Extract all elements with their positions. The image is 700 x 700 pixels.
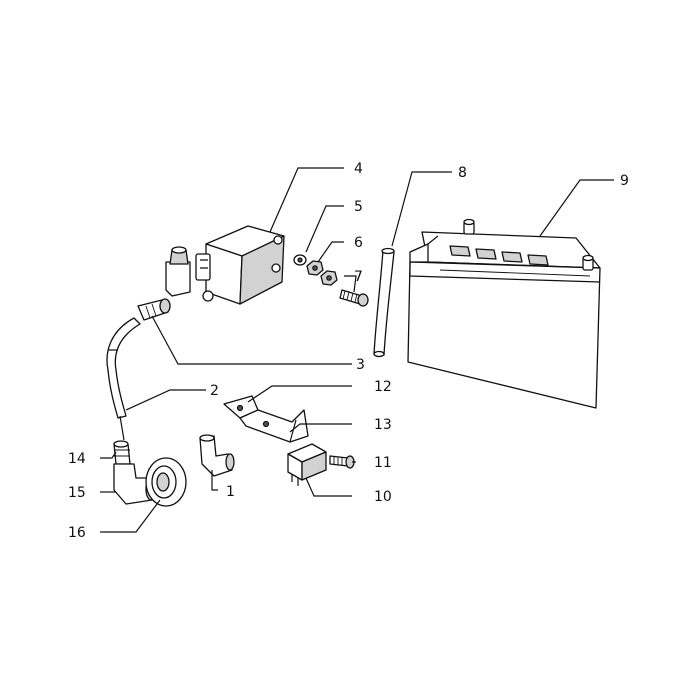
callout-2: 2 — [210, 383, 219, 399]
hose-fitting — [113, 440, 131, 465]
callout-5: 5 — [354, 199, 363, 215]
ht-lead — [106, 317, 141, 441]
callout-10: 10 — [374, 489, 392, 505]
mounting-bracket — [223, 395, 309, 443]
callout-12: 12 — [374, 379, 392, 395]
callout-16: 16 — [68, 525, 86, 541]
connector-boot — [165, 246, 191, 297]
cdi-module — [195, 225, 285, 305]
leader-lines — [100, 167, 614, 533]
washer — [293, 254, 307, 266]
screw — [339, 289, 369, 307]
callout-13: 13 — [374, 417, 392, 433]
callout-9: 9 — [620, 173, 629, 189]
callout-4: 4 — [354, 161, 363, 177]
callout-6: 6 — [354, 235, 363, 251]
relay — [287, 443, 327, 486]
battery-vent-hose — [373, 247, 395, 358]
callout-3: 3 — [356, 357, 365, 373]
callout-15: 15 — [68, 485, 86, 501]
elbow-connector — [199, 434, 235, 477]
battery-cell-caps — [449, 245, 549, 266]
callout-labels: 1 2 3 4 5 6 7 8 9 10 11 12 13 14 15 16 — [68, 161, 629, 541]
grommet — [145, 457, 187, 507]
bracket-screw — [329, 455, 355, 469]
battery — [407, 218, 601, 409]
nut — [306, 260, 338, 286]
callout-7: 7 — [354, 269, 363, 285]
callout-11: 11 — [374, 455, 392, 471]
callout-1: 1 — [226, 484, 235, 500]
callout-8: 8 — [458, 165, 467, 181]
spark-plug-cap — [137, 298, 171, 321]
battery-terminal — [463, 218, 594, 271]
callout-14: 14 — [68, 451, 86, 467]
